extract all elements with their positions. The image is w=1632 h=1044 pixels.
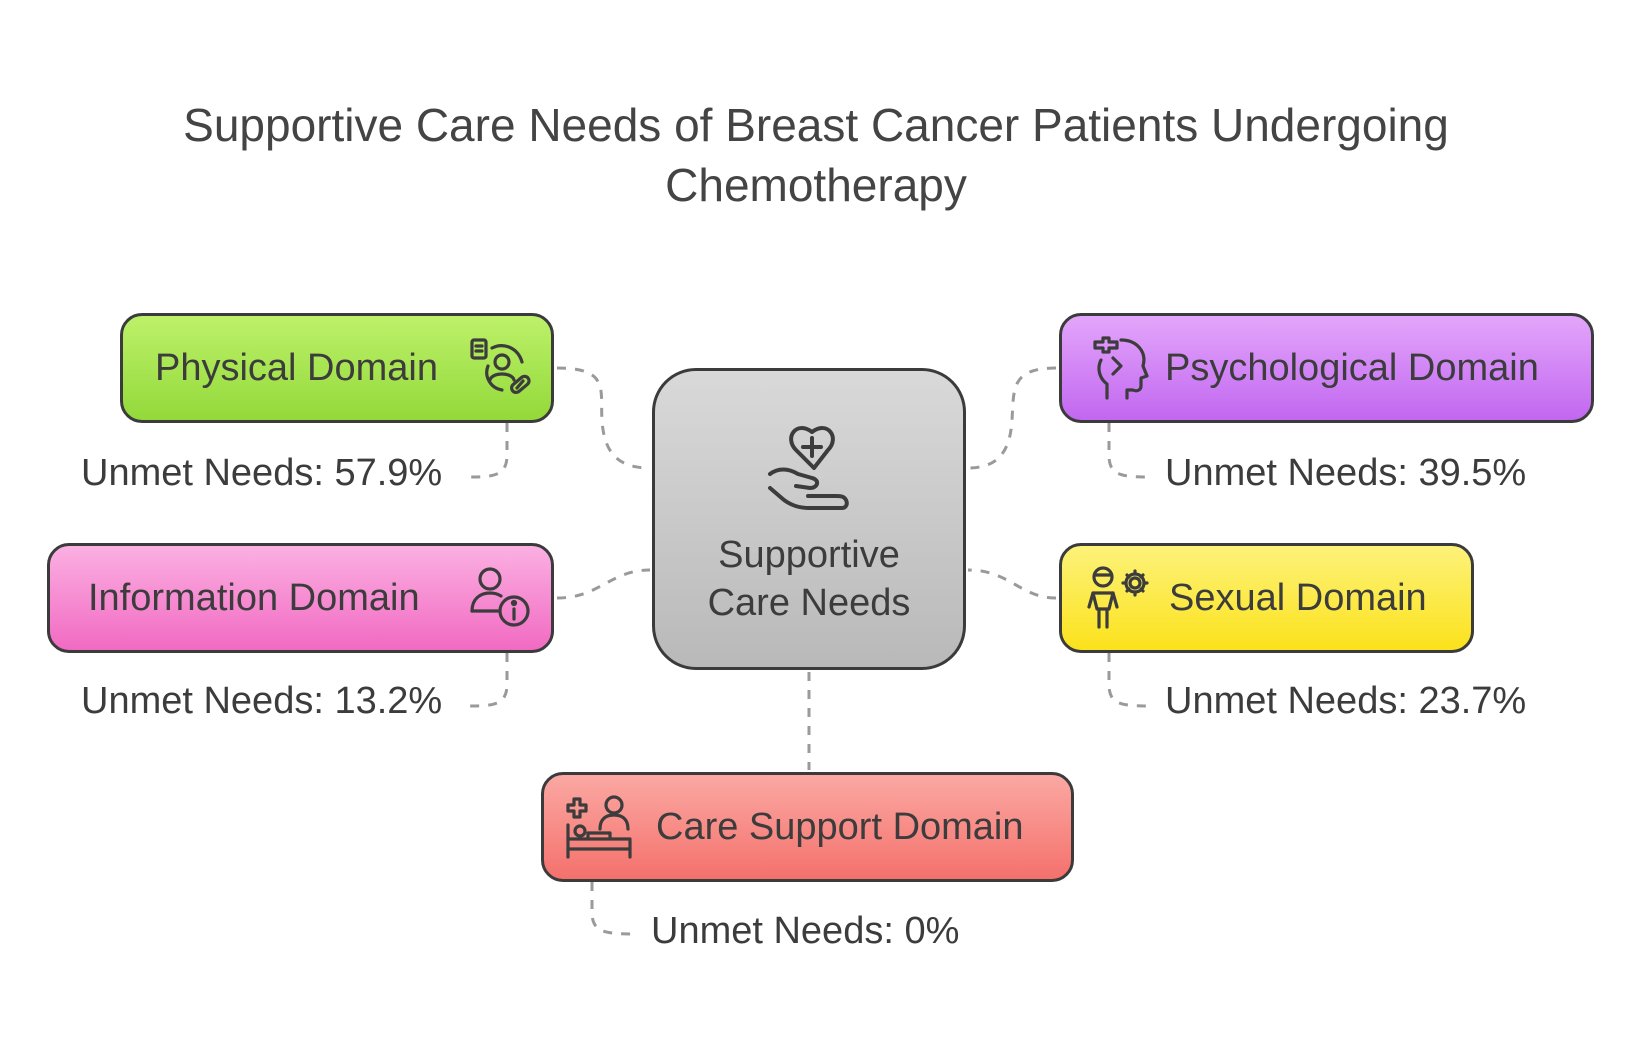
care-support-unmet-needs: Unmet Needs: 0% bbox=[651, 910, 960, 952]
diagram-title: Supportive Care Needs of Breast Cancer P… bbox=[183, 99, 1449, 211]
mental-health-head-icon bbox=[1087, 336, 1151, 400]
psychological-domain-label: Psychological Domain bbox=[1165, 346, 1539, 389]
heart-hand-icon bbox=[762, 416, 862, 521]
psychological-unmet-needs: Unmet Needs: 39.5% bbox=[1165, 452, 1527, 494]
central-node-label: Supportive Care Needs bbox=[655, 531, 963, 627]
connector-care-stat bbox=[590, 882, 636, 936]
central-label-line1: Supportive bbox=[718, 534, 900, 576]
person-gear-icon bbox=[1087, 565, 1155, 631]
person-info-icon bbox=[468, 565, 534, 631]
sexual-domain-node: Sexual Domain bbox=[1059, 543, 1474, 653]
physical-domain-node: Physical Domain bbox=[120, 313, 554, 423]
connector-sexual bbox=[967, 568, 1057, 600]
care-support-domain-label: Care Support Domain bbox=[656, 805, 1024, 848]
central-node: Supportive Care Needs bbox=[652, 368, 966, 670]
connector-info bbox=[556, 568, 651, 600]
information-domain-label: Information Domain bbox=[88, 576, 420, 619]
connector-physical bbox=[556, 366, 651, 470]
care-support-domain-node: Care Support Domain bbox=[541, 772, 1074, 882]
physical-unmet-needs: Unmet Needs: 57.9% bbox=[81, 452, 443, 494]
connector-psych bbox=[967, 366, 1057, 470]
information-domain-node: Information Domain bbox=[47, 543, 554, 653]
psychological-domain-node: Psychological Domain bbox=[1059, 313, 1594, 423]
physical-domain-label: Physical Domain bbox=[155, 346, 438, 389]
hospital-bed-icon bbox=[566, 795, 632, 859]
sexual-unmet-needs: Unmet Needs: 23.7% bbox=[1165, 680, 1527, 722]
connector-sexual-stat bbox=[1107, 653, 1151, 708]
central-label-line2: Care Needs bbox=[707, 582, 911, 624]
connector-info-stat bbox=[469, 653, 509, 708]
connector-psych-stat bbox=[1107, 423, 1151, 479]
sexual-domain-label: Sexual Domain bbox=[1169, 576, 1427, 619]
information-unmet-needs: Unmet Needs: 13.2% bbox=[81, 680, 443, 722]
patient-medication-icon bbox=[468, 336, 532, 400]
connector-physical-stat bbox=[469, 423, 509, 479]
